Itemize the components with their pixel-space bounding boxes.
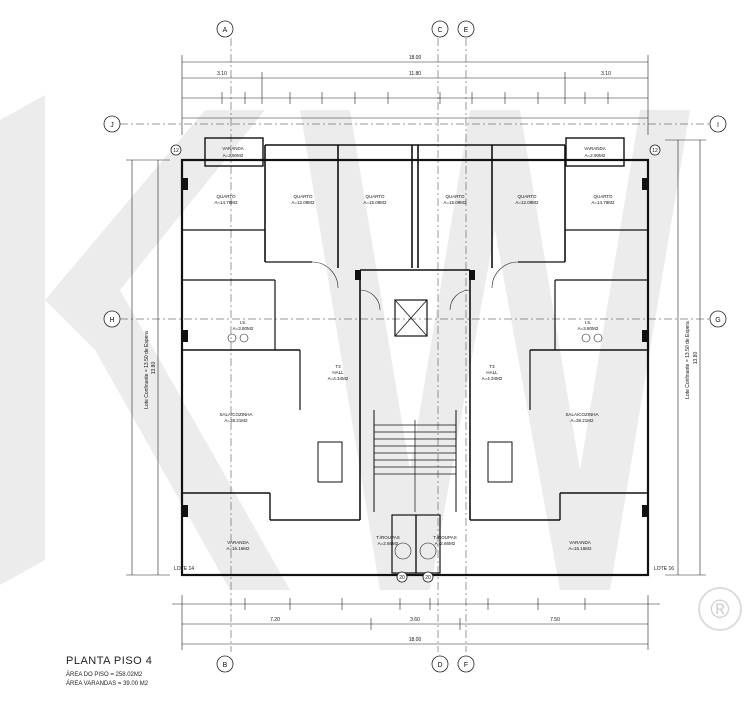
axis-label-12-right: 12	[652, 148, 658, 154]
axis-bubble-a	[216, 20, 234, 38]
axis-bubble-h	[103, 310, 121, 328]
axis-bubble-f	[457, 655, 475, 673]
dim-top-total: 18.00	[409, 55, 422, 61]
lote-14-label: LOTE 14	[174, 566, 194, 572]
room-name-t3-right: T3	[489, 364, 495, 369]
room-name-quarto6: QUARTO	[593, 194, 613, 199]
bottom-dimension-lines	[172, 595, 660, 650]
room-name-troupas-left: T./ROUPAS	[376, 535, 399, 540]
stairs	[374, 420, 456, 512]
watermark	[0, 95, 690, 590]
room-area-t3-left: A=4.34M2	[328, 376, 349, 381]
axis-bubble-e	[457, 20, 475, 38]
room-sub-t3-left: HALL	[332, 370, 344, 375]
room-area-varanda-tr: A=2.90M2	[585, 153, 606, 158]
axis-lines	[120, 38, 712, 652]
side-dimension-lines	[126, 139, 706, 576]
room-name-quarto2: QUARTO	[293, 194, 313, 199]
room-name-troupas-right: T./ROUPAS	[433, 535, 456, 540]
room-name-quarto5: QUARTO	[517, 194, 537, 199]
room-name-quarto3: QUARTO	[365, 194, 385, 199]
dim-bottom-total: 18.00	[409, 637, 422, 643]
room-area-t3-right: A=4.34M2	[482, 376, 503, 381]
room-area-varanda-tl: A=2.90M2	[223, 153, 244, 158]
balcony-area: ÁREA VARANDAS = 39.00 M2	[66, 681, 149, 687]
axis-bubble-i	[709, 115, 727, 133]
top-dimension-lines	[181, 55, 649, 135]
axis-bubble-c	[431, 20, 449, 38]
floor-area: ÁREA DO PISO = 258.02M2	[66, 672, 143, 678]
registered-trademark-icon: ®	[698, 587, 742, 631]
dim-top-left: 3.10	[217, 71, 227, 77]
axis-bubble-d	[431, 655, 449, 673]
axis-label-12-left: 12	[173, 148, 179, 154]
room-area-sala-left: A=38.21M2	[224, 418, 248, 423]
room-name-ls-right: I.S.	[585, 320, 592, 325]
axis-label-f: F	[464, 662, 468, 669]
plan-title: PLANTA PISO 4	[66, 655, 153, 667]
plan-labels: A C E B D F J H I G 12 12 20 20	[109, 27, 720, 669]
room-area-troupas-left: A=2.66M2	[378, 541, 399, 546]
dim-bottom-right: 7.50	[550, 617, 560, 623]
room-area-ls-left: A=3.80M2	[233, 326, 254, 331]
door-swings	[311, 261, 519, 311]
room-name-varanda-bl: VARANDA	[227, 540, 248, 545]
room-area-sala-right: A=38.21M2	[570, 418, 594, 423]
room-name-sala-right: SALA/COZINHA	[565, 412, 598, 417]
axis-label-c: C	[437, 27, 442, 34]
axis-label-d: D	[437, 662, 442, 669]
axis-label-e: E	[464, 27, 469, 34]
room-sub-t3-right: HALL	[486, 370, 498, 375]
dimension-labels: 18.00 11.80 3.10 3.10 18.00 7.20 3.60 7.…	[144, 55, 699, 643]
lot-note-left: Lote Confinante = 13.50 de Espera	[144, 331, 150, 409]
room-name-ls-left: I.S.	[240, 320, 247, 325]
room-area-quarto5: A=12.09M2	[515, 200, 539, 205]
room-area-ls-right: A=3.80M2	[578, 326, 599, 331]
dim-top-right: 3.10	[601, 71, 611, 77]
room-name-varanda-tl: VARANDA	[222, 146, 243, 151]
room-area-quarto6: A=14.78M2	[591, 200, 615, 205]
dim-bottom-mid: 3.60	[410, 617, 420, 623]
room-name-varanda-tr: VARANDA	[584, 146, 605, 151]
room-area-quarto1: A=14.78M2	[214, 200, 238, 205]
axis-label-i: I	[717, 122, 719, 129]
axis-bubble-g	[709, 310, 727, 328]
walls	[180, 137, 650, 577]
room-area-varanda-bl: A=16.16M2	[226, 546, 250, 551]
room-area-quarto4: A=15.09M2	[443, 200, 467, 205]
room-name-t3-left: T3	[335, 364, 341, 369]
axis-label-b: B	[223, 662, 228, 669]
axis-label-j: J	[110, 122, 114, 129]
dim-right-total: 13.80	[693, 352, 699, 365]
room-area-troupas-right: A=2.66M2	[435, 541, 456, 546]
dim-bottom-left: 7.20	[270, 617, 280, 623]
columns	[182, 178, 648, 517]
room-name-varanda-br: VARANDA	[569, 540, 590, 545]
room-area-varanda-br: A=16.16M2	[568, 546, 592, 551]
axis-bubbles	[103, 20, 727, 673]
axis-bubble-j	[103, 115, 121, 133]
axis-bubble-b	[216, 655, 234, 673]
plan-caption: PLANTA PISO 4 ÁREA DO PISO = 258.02M2 ÁR…	[66, 655, 152, 689]
room-name-quarto1: QUARTO	[216, 194, 236, 199]
dim-left-total: 13.80	[151, 362, 157, 375]
room-name-quarto4: QUARTO	[445, 194, 465, 199]
axis-label-20a: 20	[399, 575, 405, 581]
room-area-quarto3: A=15.09M2	[363, 200, 387, 205]
room-name-sala-left: SALA/COZINHA	[219, 412, 252, 417]
dim-top-mid: 11.80	[409, 71, 421, 77]
axis-label-h: H	[109, 317, 114, 324]
axis-label-a: A	[223, 27, 228, 34]
axis-label-g: G	[715, 317, 720, 324]
lot-note-right: Lote Confinante = 13.50 de Espera	[685, 321, 691, 399]
axis-label-20b: 20	[425, 575, 431, 581]
lote-16-label: LOTE 16	[654, 566, 674, 572]
room-labels: VARANDA A=2.90M2 VARANDA A=2.90M2 QUARTO…	[214, 146, 615, 551]
room-area-quarto2: A=12.09M2	[291, 200, 315, 205]
